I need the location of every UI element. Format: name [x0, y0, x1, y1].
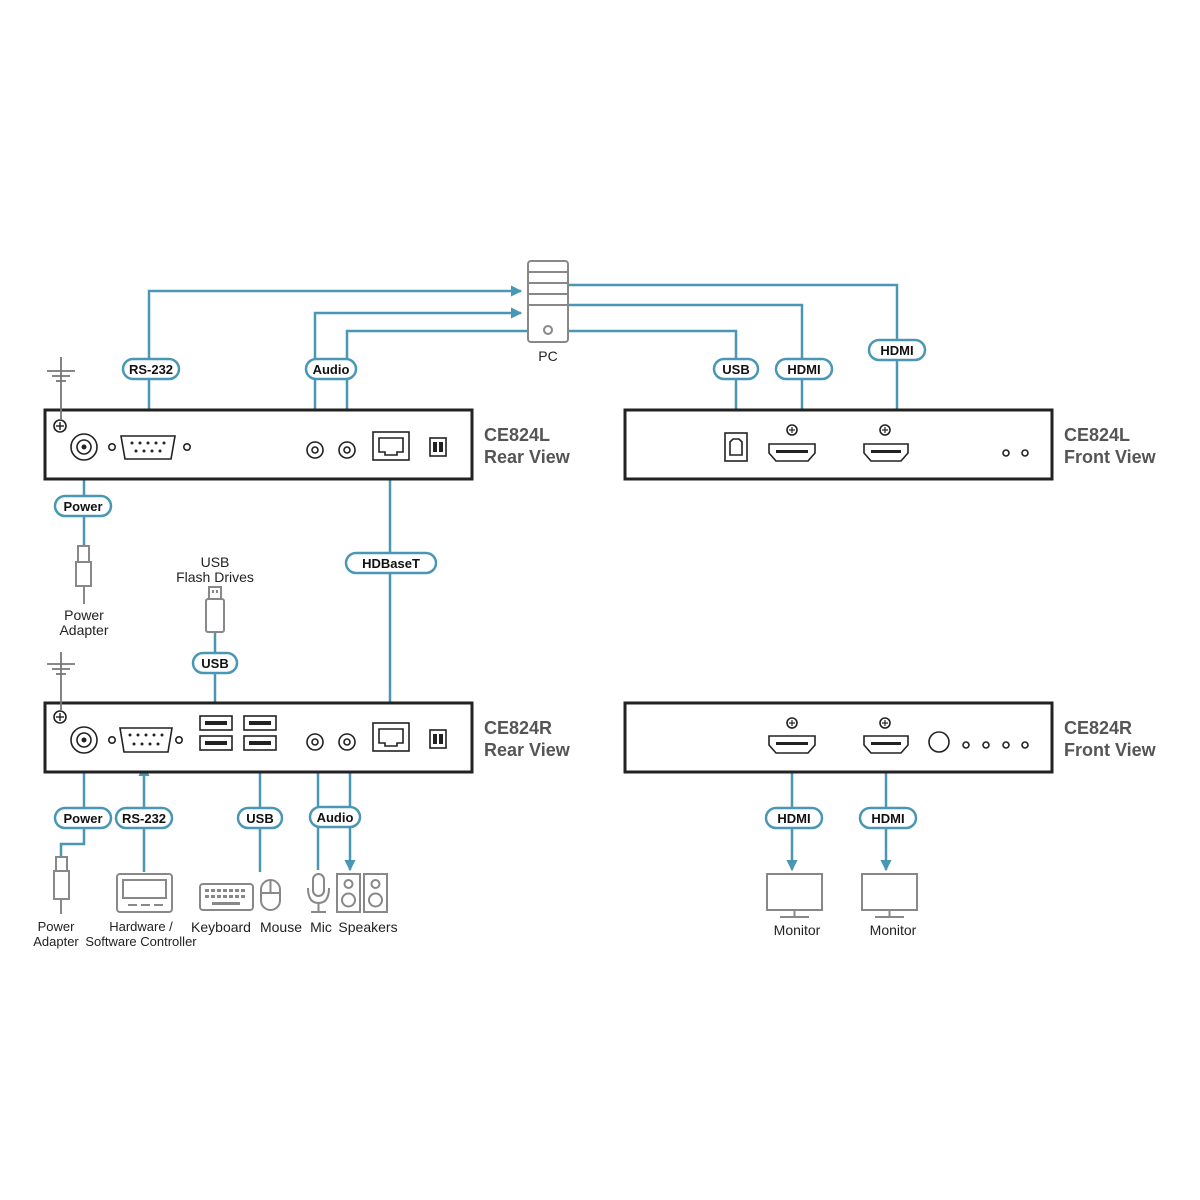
mic-label: Mic [310, 919, 332, 935]
pill-hdbaset: HDBaseT [344, 551, 438, 575]
hdmi-port-1 [768, 424, 816, 462]
speaker-icon [363, 873, 388, 913]
ce824l-rear-title: CE824L [484, 425, 550, 445]
ground-icon [47, 652, 75, 710]
power-adapter-icon [75, 545, 92, 604]
dip-switch [429, 437, 447, 457]
monitor-icon [766, 873, 823, 918]
ce824l-front-subtitle: Front View [1064, 447, 1157, 467]
cable-hdmi1-pc [568, 303, 808, 446]
controller-icon [116, 873, 173, 913]
pill-power-r: Power [53, 806, 113, 830]
svg-text:HDMI: HDMI [787, 362, 820, 377]
speakers-label: Speakers [338, 919, 397, 935]
svg-text:USB: USB [722, 362, 749, 377]
pill-hdmi-top-1: HDMI [774, 357, 834, 381]
power-jack-port [70, 726, 98, 754]
pc-label: PC [538, 348, 557, 364]
hdbaset-rj45-port [372, 722, 410, 752]
controller-label: Hardware / [109, 919, 173, 934]
mouse-icon [260, 879, 281, 911]
pill-usb-flash: USB [191, 651, 239, 675]
pill-rs232-r: RS-232 [114, 806, 174, 830]
led-indicators [1002, 449, 1029, 457]
ground-screw-icon [53, 419, 67, 433]
svg-text:USB: USB [246, 811, 273, 826]
cable-power-r [59, 755, 86, 860]
ground-icon [47, 357, 75, 420]
usb-flash-label: Flash Drives [176, 569, 254, 585]
ce824r-rear-subtitle: Rear View [484, 740, 571, 760]
pill-audio-top: Audio [304, 357, 358, 381]
power-adapter-label: Power [38, 919, 76, 934]
power-adapter-icon [53, 856, 70, 914]
cable-audio-l-to-pc [313, 307, 523, 437]
hdmi-port-2 [863, 424, 909, 462]
keyboard-icon [199, 883, 254, 911]
pill-labels: RS-232 Audio USB HDMI HDMI Power HDBaseT [53, 338, 927, 830]
ce824r-front-subtitle: Front View [1064, 740, 1157, 760]
monitor-label: Monitor [774, 922, 821, 938]
pill-audio-r: Audio [308, 805, 362, 829]
ce824r-front-unit [623, 701, 1054, 774]
usb-b-port [724, 432, 748, 462]
ce824l-rear-subtitle: Rear View [484, 447, 571, 467]
rs232-port [108, 435, 192, 460]
svg-text:Audio: Audio [317, 810, 354, 825]
ground-screw-icon [53, 710, 67, 724]
rs232-port [108, 727, 184, 753]
ce824l-rear-unit [43, 408, 474, 481]
mouse-label: Mouse [260, 919, 302, 935]
cable-hdmi2-pc [568, 283, 903, 446]
power-jack-port [70, 433, 98, 461]
hdbaset-rj45-port [372, 431, 410, 461]
ce824r-rear-title: CE824R [484, 718, 552, 738]
controller-label: Software Controller [85, 934, 197, 949]
svg-text:Power: Power [63, 499, 102, 514]
pill-hdmi-r-2: HDMI [858, 806, 918, 830]
pill-power-l: Power [53, 494, 113, 518]
push-button [928, 731, 950, 753]
svg-text:HDMI: HDMI [871, 811, 904, 826]
ce824l-front-unit [623, 408, 1054, 481]
power-adapter-label: Power [64, 607, 104, 623]
cable-rs232-pc [147, 285, 523, 435]
pill-hdmi-r-1: HDMI [764, 806, 824, 830]
svg-text:RS-232: RS-232 [129, 362, 173, 377]
pc-tower-icon [527, 260, 569, 343]
audio-jack-ports [306, 441, 356, 459]
svg-text:HDMI: HDMI [777, 811, 810, 826]
pill-usb-top: USB [712, 357, 760, 381]
ce824l-front-title: CE824L [1064, 425, 1130, 445]
ce824r-rear-unit [43, 701, 474, 774]
cable-usb-pc [568, 329, 738, 433]
monitor-label: Monitor [870, 922, 917, 938]
microphone-icon [307, 873, 330, 913]
hdmi-port-1 [768, 717, 816, 754]
svg-text:Power: Power [63, 811, 102, 826]
usb-a-ports [199, 715, 277, 751]
hdmi-port-2 [863, 717, 909, 754]
usb-flash-label: USB [201, 554, 230, 570]
svg-text:Audio: Audio [313, 362, 350, 377]
pill-rs232-top: RS-232 [121, 357, 181, 381]
svg-text:HDBaseT: HDBaseT [362, 556, 420, 571]
power-adapter-label: Adapter [59, 622, 108, 638]
svg-text:RS-232: RS-232 [122, 811, 166, 826]
keyboard-label: Keyboard [191, 919, 251, 935]
pill-usb-r: USB [236, 806, 284, 830]
audio-jack-ports [306, 733, 356, 751]
svg-text:USB: USB [201, 656, 228, 671]
usb-flash-drive-icon [205, 586, 225, 633]
dip-switch [429, 729, 447, 749]
cable-audio-pc-to-l [341, 329, 568, 430]
svg-text:HDMI: HDMI [880, 343, 913, 358]
led-indicators [962, 741, 1029, 749]
pill-hdmi-top-2: HDMI [867, 338, 927, 362]
speaker-icon [336, 873, 361, 913]
monitor-icon [861, 873, 918, 918]
ce824r-front-title: CE824R [1064, 718, 1132, 738]
power-adapter-label: Adapter [33, 934, 79, 949]
